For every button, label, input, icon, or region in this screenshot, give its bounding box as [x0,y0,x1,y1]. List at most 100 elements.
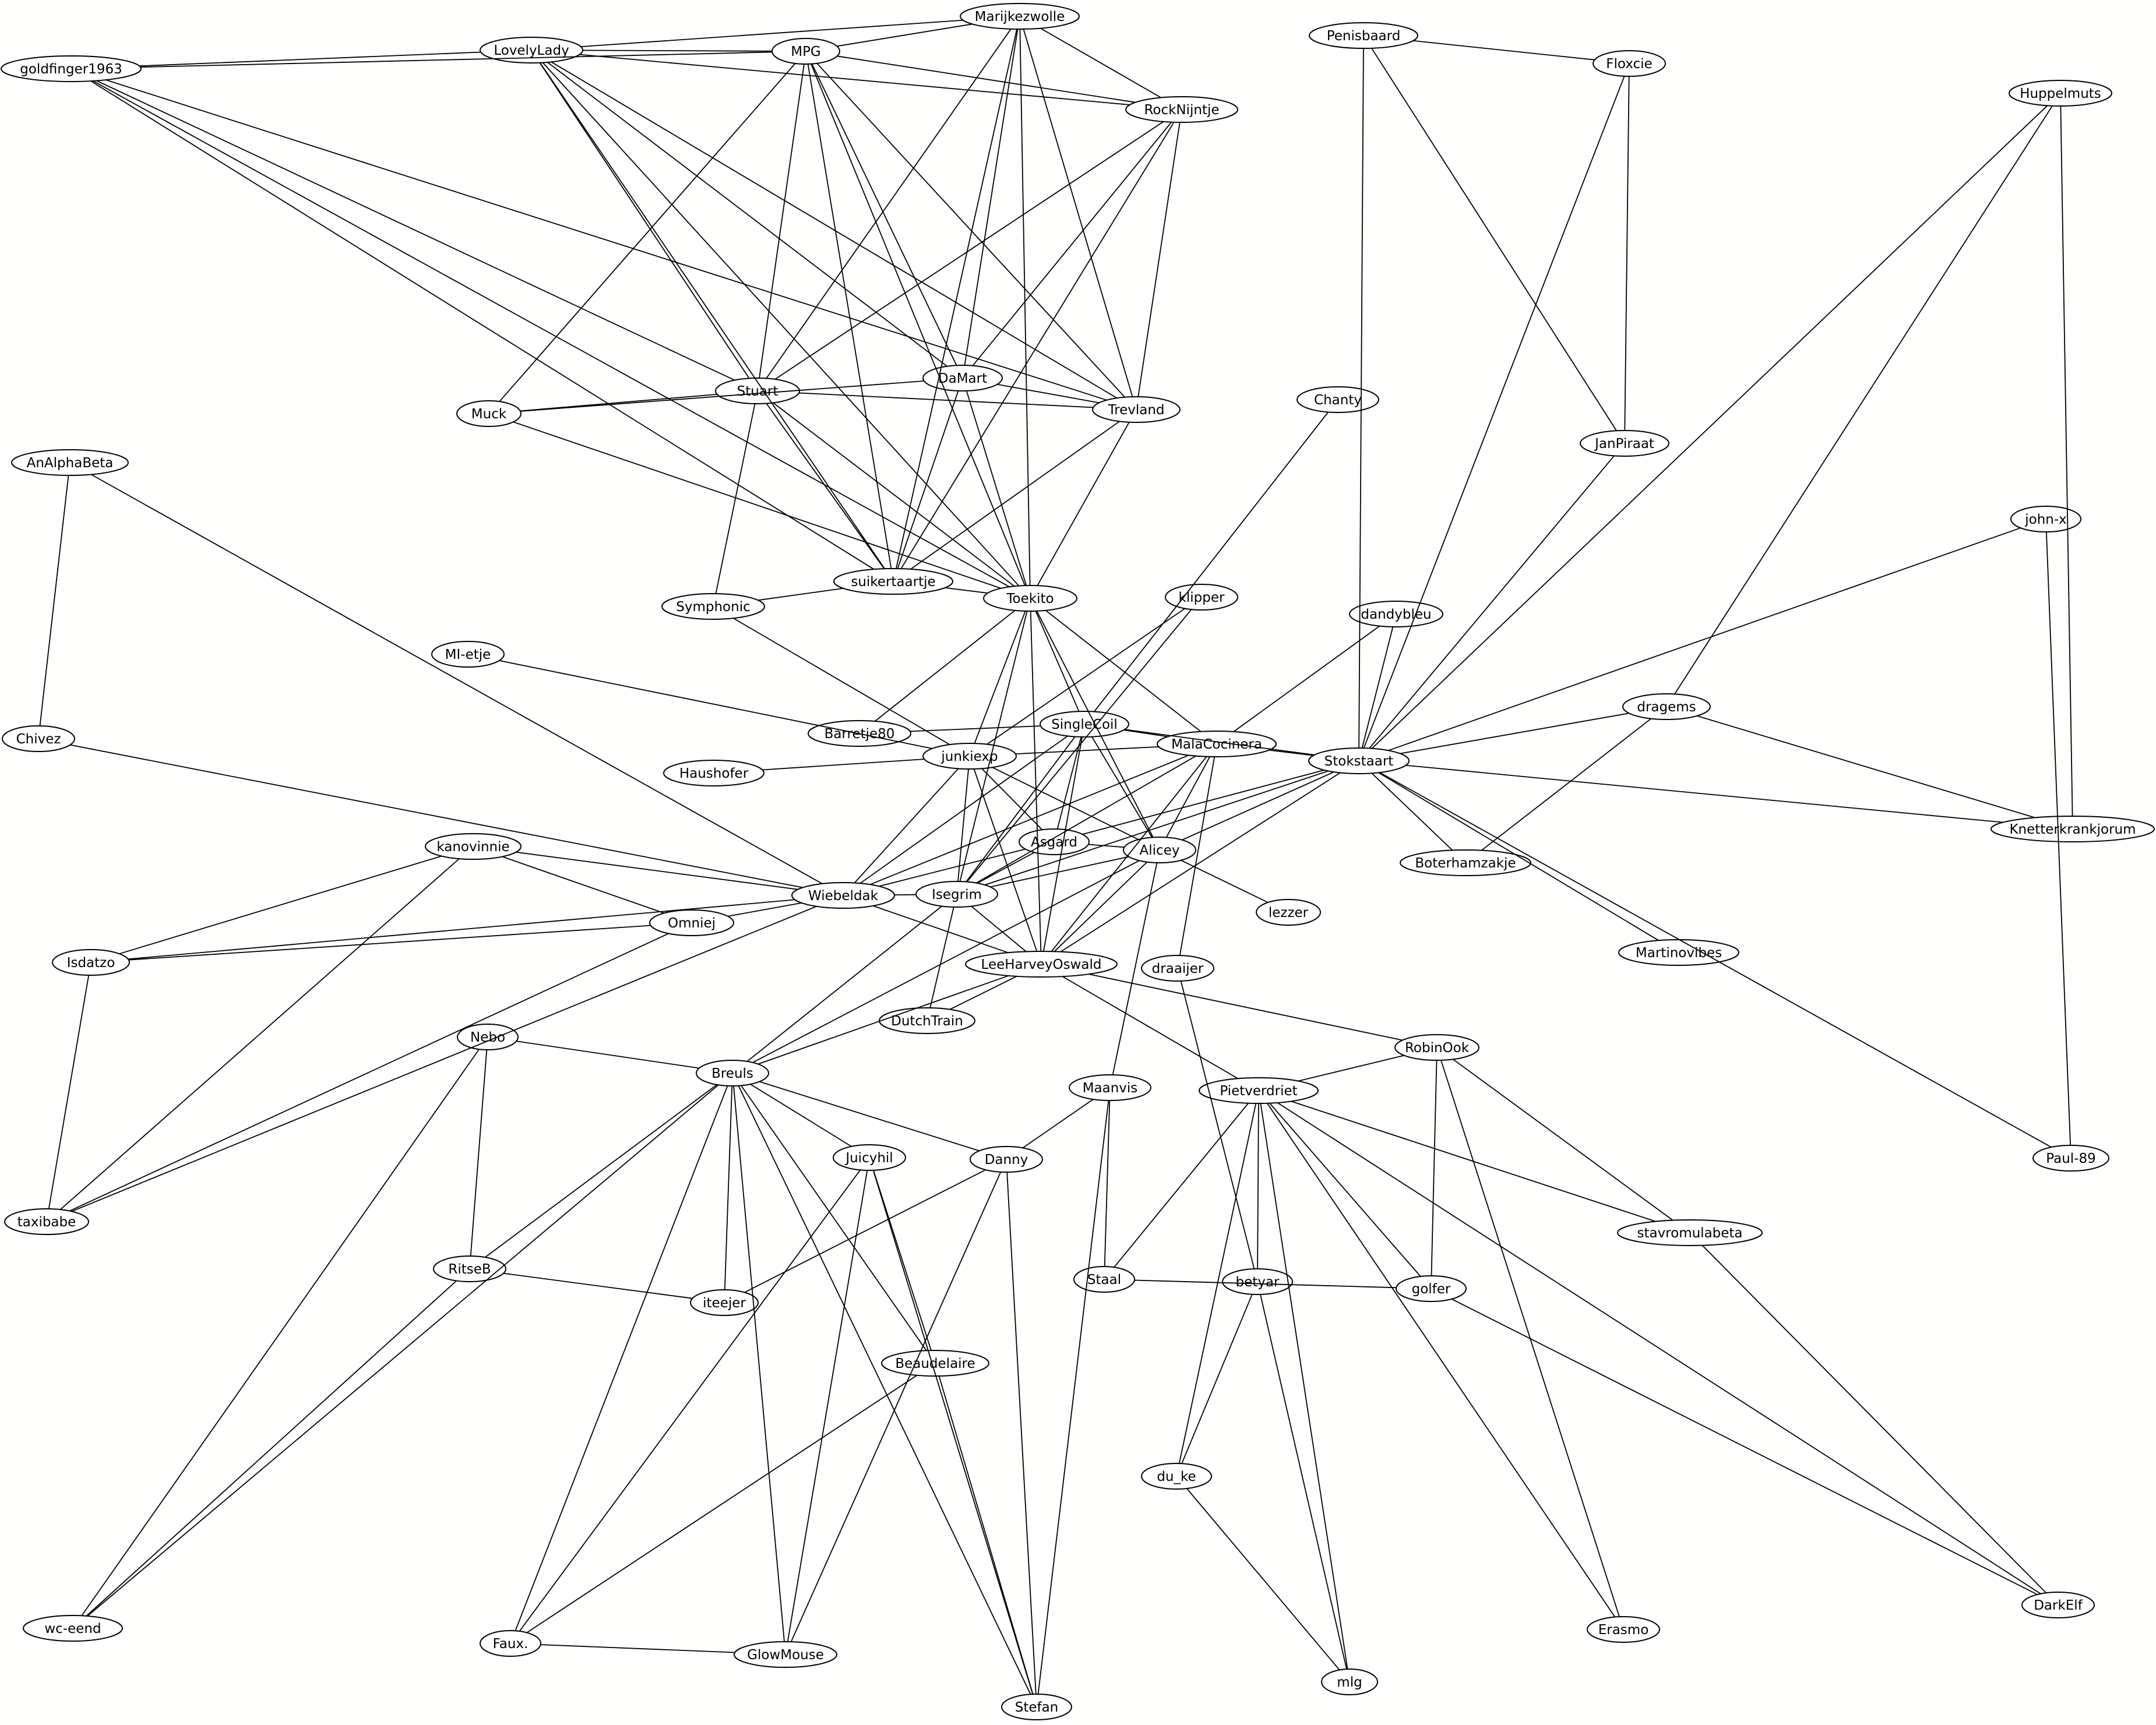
edge-malacocinera-leeharveyoswald [1051,756,1207,952]
edge-floxcie-janpiraat [1624,76,1630,431]
node-stavromulabeta: stavromulabeta [1617,1219,1763,1246]
node-ellipse [2010,506,2081,532]
node-stuart: Stuart [715,378,800,404]
node-label: Faux. [493,1636,529,1652]
node-label: Nebo [470,1030,505,1045]
edge-huppelmuts-knetterkrankjorum [2060,105,2073,817]
node-label: DutchTrain [891,1014,963,1029]
node-label: RobinOok [1405,1040,1470,1056]
node-label: klipper [1179,590,1225,605]
node-ellipse [808,720,911,747]
node-ellipse [833,568,953,595]
edge-malacocinera-isegrim [975,755,1196,884]
edge-du-ke-mlg [1186,1488,1340,1671]
node-danny: Danny [970,1146,1043,1173]
edge-maanvis-staal [1104,1100,1111,1267]
edge-alicey-lezzer [1181,859,1269,903]
edge-robinook-golfer [1431,1060,1438,1276]
edge-pietverdriet-erasmo [1266,1103,1616,1618]
edge-leeharveyoswald-pietverdriet [1062,976,1238,1080]
edge-beaudelaire-stefan [938,1375,1034,1695]
node-john-x: john-x [2010,506,2081,532]
node-nebo: Nebo [457,1024,519,1050]
node-knetterkrankjorum: Knetterkrankjorum [1991,816,2155,842]
edge-breuls-beaudelaire [741,1085,927,1351]
node-beaudelaire: Beaudelaire [881,1350,989,1377]
edge-asgard-wiebeldak [879,848,1026,887]
edge-lovelylady-mpg [582,50,773,52]
edge-lovelylady-stuart [539,62,750,379]
edge-ritseb-wc-eend [86,1280,457,1617]
edge-omniej-taxibabe [69,933,669,1212]
edge-junkiexp-leeharveyoswald [973,768,1038,952]
edge-nebo-ritseb [470,1049,488,1257]
node-label: Chanty [1314,393,1362,408]
node-label: du_ke [1157,1469,1196,1484]
node-ellipse [425,833,522,860]
node-label: Erasmo [1598,1622,1649,1638]
edge-stokstaart-martinovibes [1378,772,1659,941]
edge-goldfinger1963-toekito [93,80,1010,588]
edge-maanvis-stefan [1037,1100,1109,1695]
node-label: Paul-89 [2046,1151,2095,1166]
node-ellipse [2,725,75,752]
node-label: dragems [1637,700,1696,715]
edge-rocknijntje-stuart [774,121,1164,380]
node-ellipse [1297,386,1379,413]
node-floxcie: Floxcie [1593,50,1666,77]
edge-barretje80-singlecoil [910,725,1041,732]
edge-singlecoil-alicey [1091,736,1153,838]
edge-muck-toekito [513,421,1002,589]
edge-breuls-juicyhil [750,1084,852,1147]
edge-danny-iteejer [744,1169,986,1293]
edge-singlecoil-isegrim [966,736,1076,883]
edge-juicyhil-stefan [872,1170,1034,1695]
node-haushofer: Haushofer [663,760,765,786]
edge-trevland-suikertaartje [910,421,1120,570]
edge-stuart-toekito [773,402,1015,587]
node-leeharveyoswald: LeeHarveyOswald [965,951,1118,978]
node-ellipse [791,882,895,909]
node-label: MalaCocinera [1171,737,1262,752]
node-erasmo: Erasmo [1587,1616,1660,1643]
node-label: draaijer [1152,961,1204,976]
edge-marijkezwolle-damart [964,29,1019,366]
edge-breuls-stefan [738,1085,1031,1695]
edge-john-x-paul-89 [2046,531,2071,1146]
edge-juicyhil-faux [519,1169,861,1632]
edge-wiebeldak-leeharveyoswald [873,905,1009,954]
edge-damart-muck [520,380,924,412]
node-ellipse [1165,584,1238,611]
node-ellipse [4,1208,89,1235]
node-ellipse [1617,1219,1763,1246]
node-ellipse [1040,711,1129,738]
edge-junkiexp-haushofer [762,759,925,771]
edge-alicey-maanvis [1112,862,1158,1075]
edge-lovelylady-suikertaartje [540,62,885,569]
edge-malacocinera-stokstaart [1269,749,1314,756]
edge-pietverdriet-mlg [1260,1103,1348,1670]
edge-marijkezwolle-lovelylady [580,19,963,47]
node-label: Barretje80 [825,726,895,742]
node-boterhamzakje: Boterhamzakje [1400,849,1531,876]
node-ellipse [1256,899,1321,926]
node-ellipse [1001,1694,1072,1720]
node-ellipse [960,3,1080,30]
node-huppelmuts: Huppelmuts [2009,80,2112,107]
node-ellipse [879,1007,975,1034]
node-ellipse [1157,731,1277,757]
node-chivez: Chivez [2,725,75,752]
node-label: JanPiraat [1594,436,1654,451]
node-ellipse [457,1024,519,1050]
node-ellipse [1321,1668,1378,1695]
node-maanvis: Maanvis [1069,1074,1151,1101]
edge-juicyhil-beaudelaire [873,1170,932,1351]
node-label: Toekito [1006,591,1054,606]
edge-lovelylady-goldfinger1963 [139,51,481,67]
node-label: LovelyLady [494,43,569,58]
edge-isegrim-leeharveyoswald [971,905,1027,953]
node-golfer: golfer [1396,1275,1467,1302]
edge-stokstaart-knetterkrankjorum [1405,764,2003,823]
edge-breuls-danny [759,1081,980,1152]
node-ellipse [480,37,583,64]
